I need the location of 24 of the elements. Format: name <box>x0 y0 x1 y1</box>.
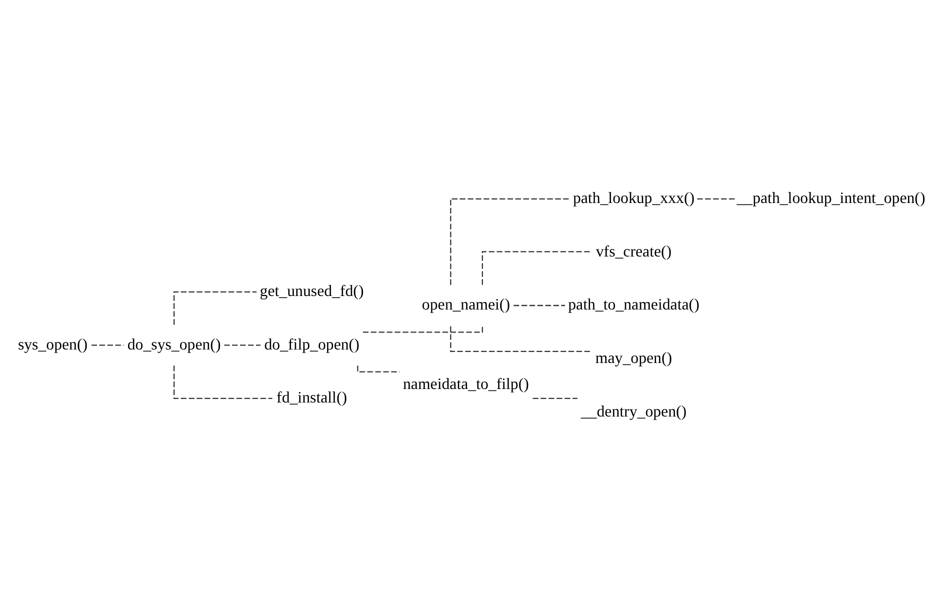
node-text: get_unused_fd() <box>259 282 364 300</box>
connector <box>362 325 482 332</box>
node-text: __path_lookup_intent_open() <box>736 190 925 207</box>
node-text: __dentry_open() <box>580 402 686 420</box>
connector <box>481 250 592 284</box>
connector <box>696 198 734 199</box>
node-text: fd_install() <box>276 389 347 406</box>
connector <box>450 326 590 352</box>
connector <box>173 365 272 399</box>
node-text: sys_open() <box>17 336 88 353</box>
node-text: do_filp_open() <box>264 336 359 353</box>
connector <box>450 198 570 284</box>
node-text: open_namei() <box>421 296 510 314</box>
node-text: may_open() <box>594 349 672 366</box>
node-text: do_sys_open() <box>126 336 220 353</box>
node-text: path_to_nameidata() <box>568 296 699 314</box>
connector <box>90 344 124 346</box>
connector <box>173 290 256 324</box>
connector <box>224 344 260 346</box>
connector <box>513 304 564 306</box>
node-text: vfs_create() <box>595 242 672 260</box>
node-text: path_lookup_xxx() <box>572 190 694 207</box>
node-text: nameidata_to_filp() <box>402 376 528 393</box>
connector <box>532 397 577 399</box>
